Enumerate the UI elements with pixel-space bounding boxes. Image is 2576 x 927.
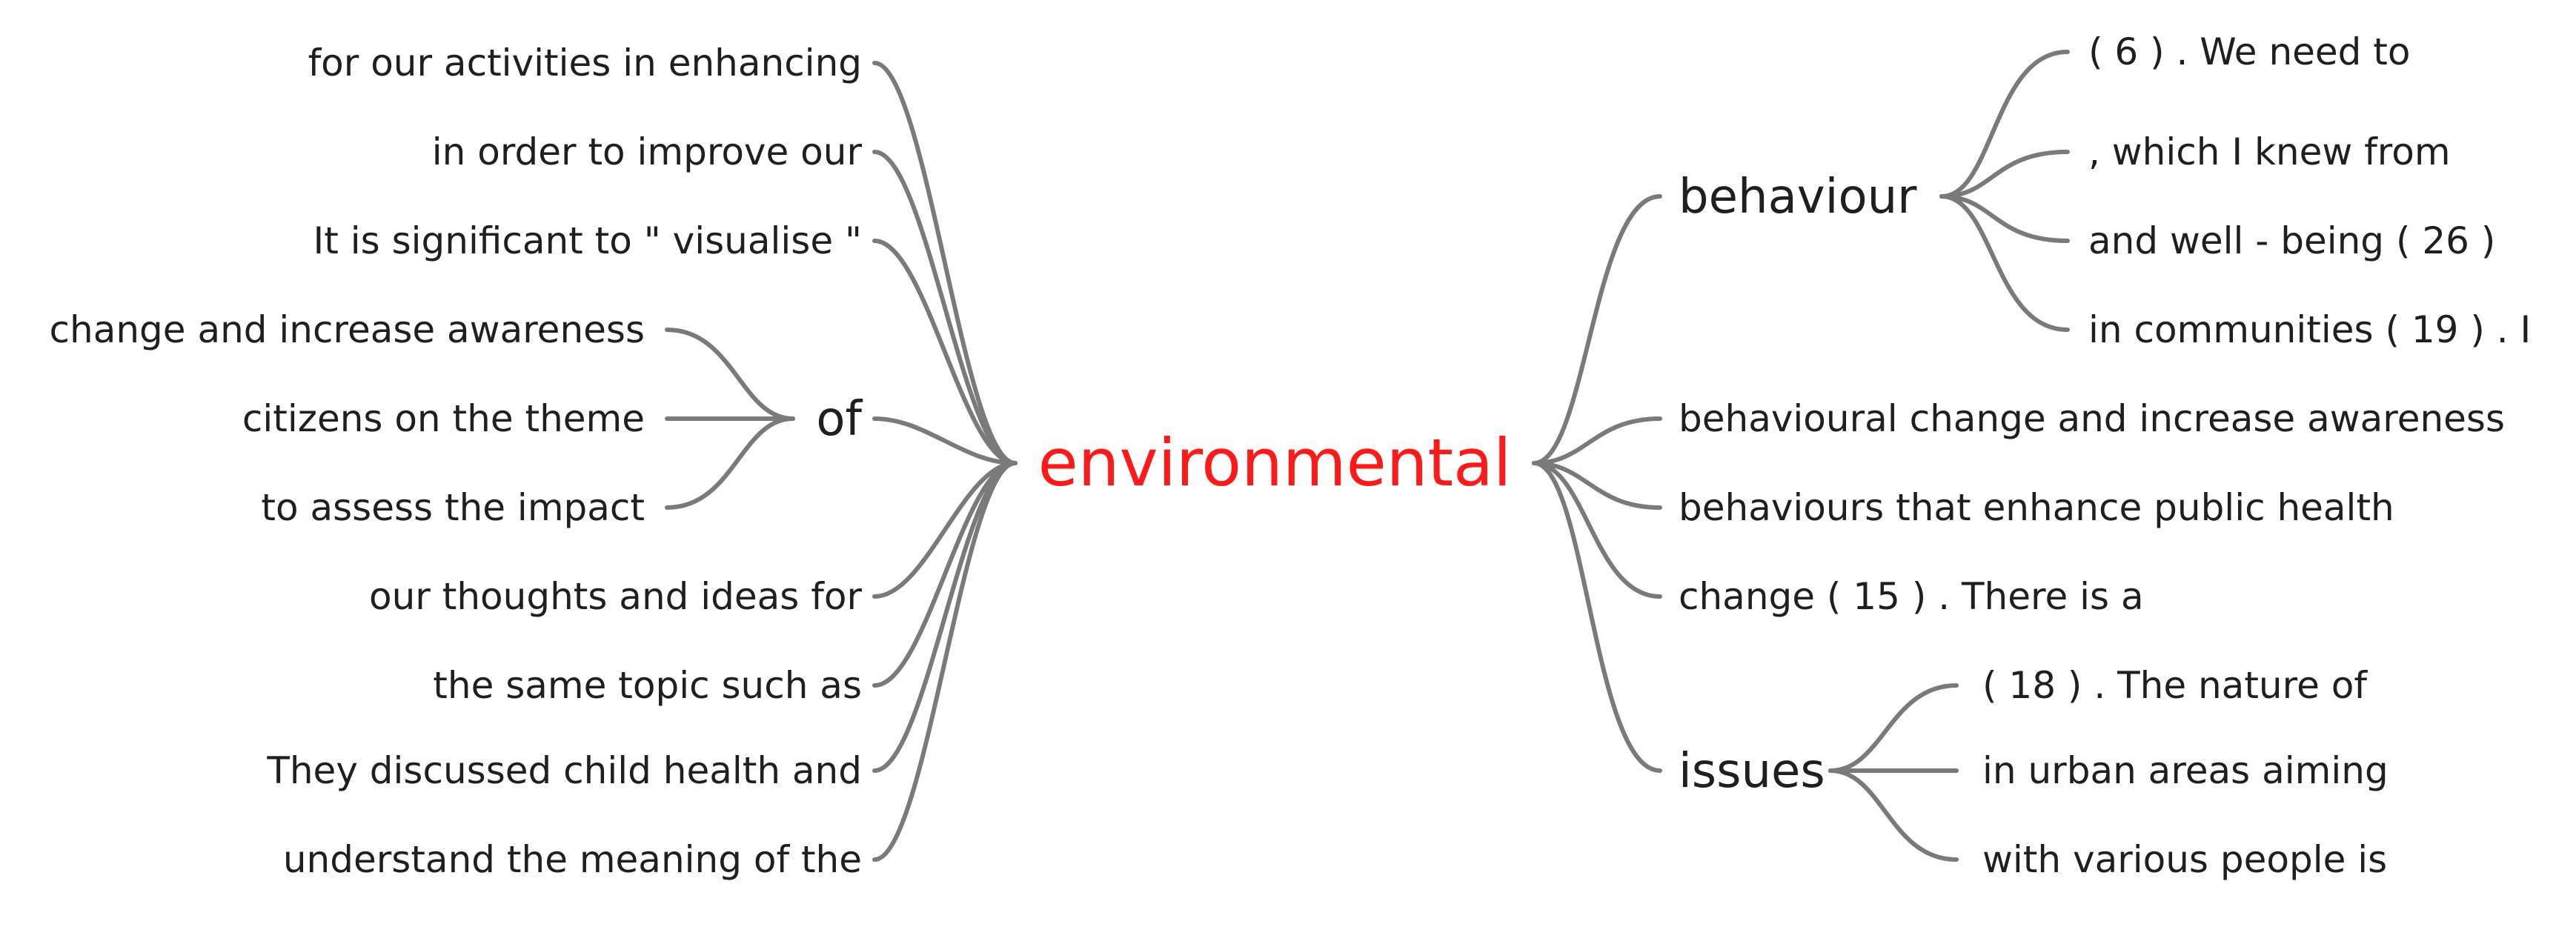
- branch-root-to-leaf-1: [872, 61, 1018, 465]
- right-leaf: behavioural change and increase awarenes…: [1679, 397, 2505, 440]
- hub-issues-child: in urban areas aiming: [1982, 749, 2389, 792]
- right-leaf: behaviours that enhance public health: [1679, 486, 2394, 529]
- branch-root-to-leaf-9: [872, 461, 1018, 773]
- branch-behaviour-to-child-2: [1939, 150, 2070, 199]
- left-leaf: our thoughts and ideas for: [369, 575, 862, 618]
- left-branch: for our activities in enhancing in order…: [50, 41, 863, 881]
- branch-root-to-right-leaf-2: [1532, 461, 1662, 510]
- hub-of-child: to assess the impact: [261, 486, 645, 529]
- hub-issues-label: issues: [1679, 744, 1825, 799]
- hub-issues-child: ( 18 ) . The nature of: [1982, 664, 2368, 707]
- branch-behaviour-to-child-4: [1939, 194, 2070, 332]
- branch-root-to-hub-issues: [1532, 461, 1662, 773]
- branch-lines: [665, 50, 2070, 862]
- left-leaf: understand the meaning of the: [283, 838, 862, 881]
- branch-root-to-leaf-7: [872, 461, 1018, 599]
- left-leaf: the same topic such as: [433, 664, 862, 707]
- branch-behaviour-to-child-1: [1939, 50, 2070, 199]
- hub-behaviour-label: behaviour: [1679, 170, 1917, 225]
- left-leaf: They discussed child health and: [266, 749, 862, 792]
- right-leaf: change ( 15 ) . There is a: [1679, 575, 2144, 618]
- hub-behaviour-child: ( 6 ) . We need to: [2088, 30, 2411, 73]
- branch-root-to-right-leaf-1: [1532, 416, 1662, 465]
- left-leaf: in order to improve our: [432, 130, 863, 173]
- hub-issues-child: with various people is: [1982, 838, 2387, 881]
- branch-behaviour-to-child-3: [1939, 194, 2070, 243]
- branch-of-to-child-3: [665, 416, 795, 510]
- branch-root-to-hub-of: [872, 416, 1018, 465]
- hub-of-label: of: [816, 392, 863, 447]
- left-leaf: It is significant to " visualise ": [313, 219, 862, 262]
- branch-root-to-leaf-3: [872, 239, 1018, 465]
- branch-root-to-leaf-10: [872, 461, 1018, 862]
- branch-of-to-child-1: [665, 328, 795, 421]
- hub-behaviour-child: and well - being ( 26 ): [2088, 219, 2495, 262]
- hub-behaviour-child: , which I knew from: [2088, 130, 2451, 173]
- branch-root-to-leaf-2: [872, 150, 1018, 465]
- hub-of-child: citizens on the theme: [242, 397, 645, 440]
- branch-root-to-leaf-8: [872, 461, 1018, 688]
- right-branch: behaviour ( 6 ) . We need to , which I k…: [1679, 30, 2531, 881]
- branch-issues-to-child-3: [1828, 768, 1959, 862]
- branch-issues-to-child-1: [1828, 683, 1959, 773]
- branch-root-to-hub-behaviour: [1532, 194, 1662, 465]
- branch-root-to-right-leaf-3: [1532, 461, 1662, 599]
- root-word: environmental: [1038, 425, 1512, 501]
- left-leaf: for our activities in enhancing: [308, 41, 862, 84]
- hub-of-child: change and increase awareness: [50, 308, 645, 351]
- hub-behaviour-child: in communities ( 19 ) . I: [2088, 308, 2531, 351]
